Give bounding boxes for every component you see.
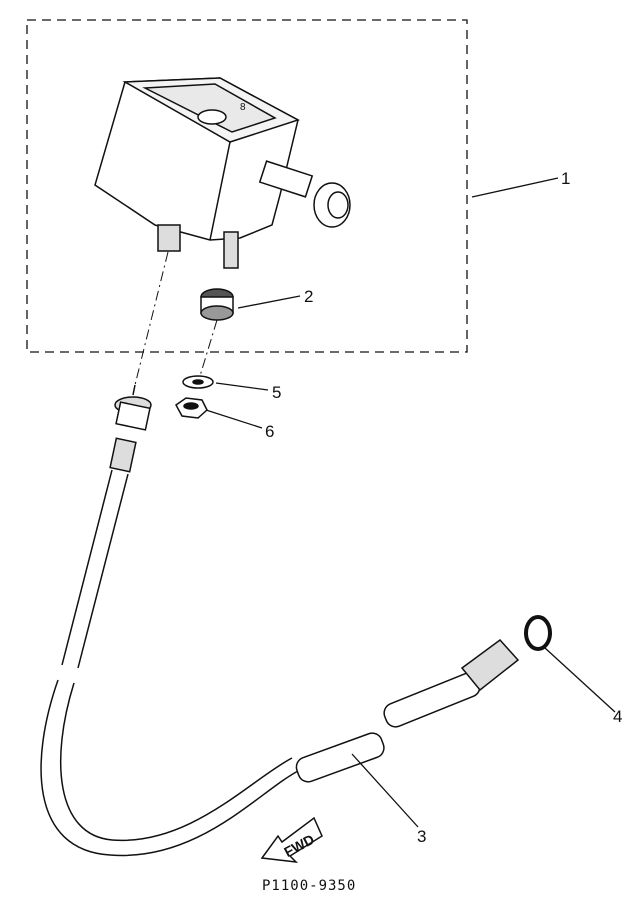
o-ring <box>524 615 552 651</box>
callout-part-2: 2 <box>304 287 313 306</box>
meter-face-mark: 8 <box>240 102 246 113</box>
drawing-number: P1100-9350 <box>262 878 356 894</box>
cable-sleeve <box>295 732 385 783</box>
callout-part-6: 6 <box>265 422 274 441</box>
cable-fitting <box>157 224 181 252</box>
cable-lower-section <box>383 672 481 728</box>
callout-part-5: 5 <box>272 383 281 402</box>
speedometer-assembly: 8 <box>94 77 351 269</box>
fwd-direction-arrow: FWD <box>260 816 323 863</box>
fwd-arrow-shape <box>260 816 323 863</box>
callout-part-3: 3 <box>417 827 426 846</box>
callout-part-4: 4 <box>613 707 622 726</box>
leader-lines <box>205 177 616 828</box>
grommet <box>200 288 234 321</box>
alignment-line-stud <box>199 319 218 377</box>
meter-front-edge <box>209 141 231 241</box>
speedometer-cable <box>40 469 520 857</box>
nut <box>175 397 208 419</box>
cable-upper-end <box>109 384 152 473</box>
cable-lower-end <box>460 638 520 692</box>
alignment-line-cable <box>134 251 169 386</box>
adjuster-shaft <box>258 160 314 198</box>
assembly-boundary <box>26 19 468 353</box>
mount-stud <box>223 231 239 269</box>
meter-reset-dial <box>197 109 227 125</box>
callout-part-1: 1 <box>561 169 570 188</box>
washer <box>182 375 214 389</box>
adjuster-knob-cap <box>327 191 349 219</box>
